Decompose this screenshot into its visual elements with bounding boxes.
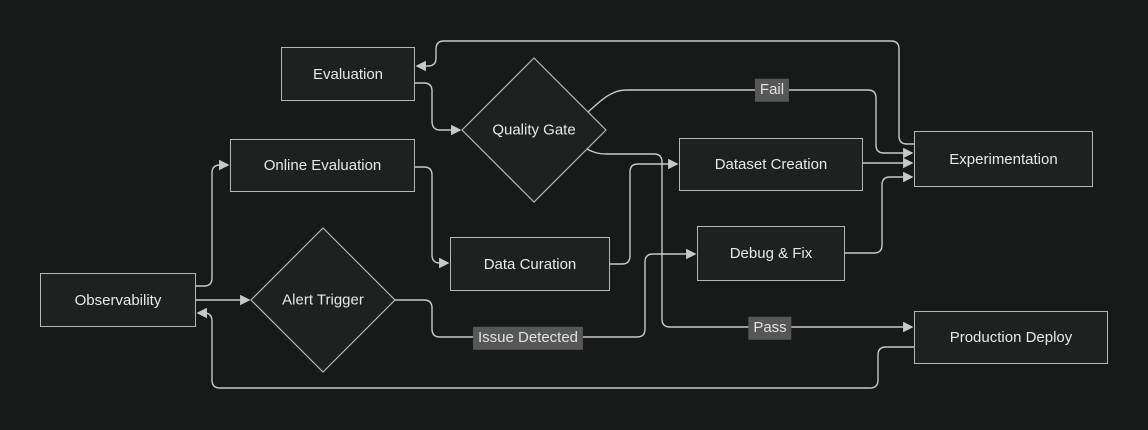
edge-production-deploy-to-observability (196, 307, 914, 389)
edge-data-curation-to-dataset-creation (610, 158, 679, 265)
edge-evaluation-to-quality-gate (415, 82, 462, 136)
node-evaluation-label: Evaluation (312, 65, 384, 83)
edge-quality-gate-fail-to-experimentation (587, 89, 914, 159)
node-alert-trigger-label: Alert Trigger (282, 291, 364, 309)
edge-label-fail: Fail (754, 78, 790, 102)
node-experimentation: Experimentation (914, 131, 1093, 187)
node-online-evaluation: Online Evaluation (230, 139, 415, 192)
node-production-deploy: Production Deploy (914, 311, 1108, 364)
node-quality-gate-shape (461, 57, 607, 203)
node-observability-label: Observability (74, 291, 162, 309)
node-online-evaluation-label: Online Evaluation (263, 157, 382, 174)
edge-observability-to-online-evaluation (196, 159, 230, 287)
node-evaluation: Evaluation (281, 47, 415, 101)
edge-quality-gate-pass-to-production-deploy (582, 146, 914, 333)
edge-online-evaluation-to-data-curation (415, 166, 450, 269)
node-production-deploy-label: Production Deploy (949, 329, 1073, 346)
node-quality-gate-label: Quality Gate (492, 121, 576, 139)
node-data-curation-label: Data Curation (483, 255, 577, 273)
node-dataset-creation: Dataset Creation (679, 138, 863, 191)
edge-label-issue-detected: Issue Detected (472, 326, 584, 350)
node-observability: Observability (40, 273, 196, 327)
edge-label-pass: Pass (748, 316, 792, 340)
node-experimentation-label: Experimentation (949, 150, 1058, 168)
node-alert-trigger-shape (250, 227, 396, 373)
node-dataset-creation-label: Dataset Creation (714, 156, 828, 173)
node-debug-fix-label: Debug & Fix (729, 245, 813, 262)
edge-debug-fix-to-experimentation (845, 171, 914, 254)
edge-experimentation-to-evaluation (415, 40, 914, 145)
node-data-curation: Data Curation (450, 237, 610, 291)
node-debug-fix: Debug & Fix (697, 226, 845, 281)
